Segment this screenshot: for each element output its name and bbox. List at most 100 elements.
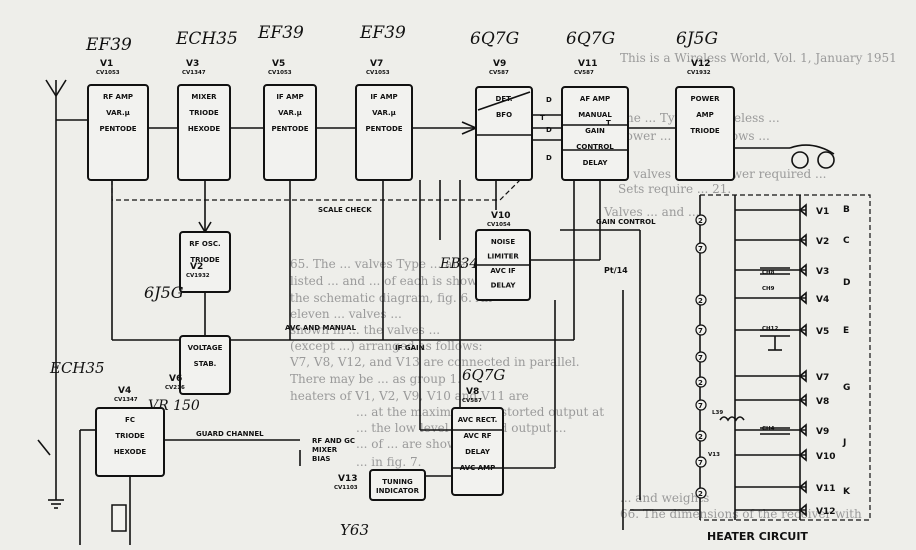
heater-part-label: CH4 — [762, 426, 775, 432]
valve-function-label: PENTODE — [365, 125, 402, 133]
handwritten-tube-type: ECH35 — [49, 359, 105, 377]
pt14-label: Pt/14 — [604, 266, 628, 275]
heater-valve-v2: V2 — [816, 237, 829, 247]
if-gain-label: IF GAIN — [395, 344, 425, 352]
heater-valve-v5: V5 — [816, 327, 829, 337]
valve-box — [369, 469, 426, 501]
valve-function-label: AVC RECT. — [458, 416, 498, 424]
valve-box — [179, 231, 231, 293]
valve-function-label: MANUAL — [578, 111, 612, 119]
mixer-label: MIXER — [312, 446, 338, 454]
heater-valve-v8: V8 — [816, 397, 829, 407]
background-text-line: the schematic diagram, fig. 6. An — [290, 291, 492, 305]
heater-circuit-label: HEATER CIRCUIT — [707, 530, 808, 543]
valve-box — [179, 335, 231, 395]
heater-pin: 7 — [698, 245, 703, 253]
valve-function-label: VAR.μ — [106, 109, 130, 117]
d-mark-3: D — [546, 154, 552, 162]
valve-cv-code: CV1054 — [487, 222, 511, 228]
rf-gc-label: RF AND GC — [312, 437, 355, 445]
heater-pin: 2 — [698, 217, 703, 225]
heater-valve-v9: V9 — [816, 427, 829, 437]
valve-function-label: AMP — [696, 111, 714, 119]
valve-function-label: PENTODE — [271, 125, 308, 133]
background-text-line: There may be ... as group 1. — [290, 372, 461, 386]
handwritten-tube-type: EF39 — [257, 23, 304, 43]
valve-function-label: IF AMP — [370, 93, 397, 101]
valve-function-label: GAIN — [585, 127, 605, 135]
gain-control-label: GAIN CONTROL — [596, 218, 656, 226]
background-text-line: listed ... and ... of each is shown in — [290, 274, 501, 288]
valve-cv-code: CV1053 — [268, 70, 292, 76]
valve-cv-code: CV587 — [462, 398, 482, 404]
valve-cv-code: CV1053 — [96, 70, 120, 76]
handwritten-tube-type: 6J5G — [144, 283, 184, 302]
valve-function-label: TRIODE — [690, 127, 720, 135]
heater-part-label: CH9 — [762, 286, 775, 292]
valve-id: V10 — [491, 211, 511, 221]
handwritten-tube-type: 6Q7G — [566, 29, 615, 49]
valve-function-label: TUNING — [382, 478, 413, 486]
valve-function-label: RF OSC. — [189, 240, 220, 248]
heater-group-k: K — [843, 487, 851, 497]
background-text-line: shown in ... the valves ... — [290, 323, 440, 337]
heater-group-d: D — [843, 278, 850, 288]
valve-function-label: LIMITER — [487, 253, 519, 261]
valve-function-label: VAR.μ — [372, 109, 396, 117]
heater-pin: 7 — [698, 402, 703, 410]
heater-group-g: G — [843, 383, 850, 393]
valve-function-label: TRIODE — [115, 432, 145, 440]
background-text-line: eleven ... valves ... — [290, 307, 402, 321]
background-text-line: This is a Wireless World, Vol. 1, Januar… — [620, 51, 897, 65]
background-text-line: heaters of V1, V2, V9, V10 and V11 are — [290, 389, 529, 403]
background-text-line: (except ...) arranged as follows: — [290, 339, 483, 353]
d-mark-1: D — [546, 96, 552, 104]
handwritten-tube-type: EB34 — [439, 256, 478, 272]
handwritten-tube-type: EF39 — [85, 35, 132, 55]
valve-function-label: HEXODE — [188, 125, 221, 133]
background-text-line: ... and weights — [620, 491, 709, 505]
valve-function-label: BFO — [496, 111, 512, 119]
valve-function-label: DELAY — [465, 448, 491, 456]
valve-function-label: PENTODE — [99, 125, 136, 133]
valve-cv-code: CV1932 — [186, 273, 210, 279]
guard-channel-label: GUARD CHANNEL — [196, 430, 264, 438]
valve-function-label: NOISE — [491, 238, 515, 246]
heater-group-e: E — [843, 326, 849, 336]
valve-id: V5 — [272, 59, 285, 69]
valve-function-label: MIXER — [191, 93, 217, 101]
valve-cv-code: CV1053 — [366, 70, 390, 76]
annotations: SCALE CHECK GAIN CONTROL AVC AND MANUAL … — [196, 96, 808, 543]
background-text-line: 65. The ... valves Type ... are — [290, 257, 465, 271]
valve-cv-code: CV1347 — [114, 397, 138, 403]
valve-id: V8 — [466, 387, 479, 397]
valve-function-label: AF AMP — [580, 95, 610, 103]
heater-circuit: V1V2V3V4V5V7V8V9V10V11V12BCDEGJK27277272… — [630, 194, 871, 521]
valve-box — [561, 86, 629, 181]
heater-valve-v7: V7 — [816, 373, 829, 383]
valve-function-label: FC — [125, 416, 135, 424]
handwritten-tube-type: 6Q7G — [462, 366, 505, 384]
t-mark-1: T — [540, 114, 545, 122]
t-mark-2: T — [606, 119, 611, 127]
d-mark-2: D — [546, 126, 552, 134]
heater-pin: 2 — [698, 379, 703, 387]
valve-box — [87, 84, 149, 181]
valve-function-label: TRIODE — [190, 256, 220, 264]
valve-box — [355, 84, 413, 181]
scale-check-label: SCALE CHECK — [318, 206, 372, 214]
valve-id: V9 — [493, 59, 506, 69]
valve-id: V6 — [169, 374, 182, 384]
heater-pin: 7 — [698, 327, 703, 335]
valve-function-label: AVC IF — [490, 267, 516, 275]
valve-cv-code: CV587 — [489, 70, 509, 76]
bias-label: BIAS — [312, 455, 330, 463]
